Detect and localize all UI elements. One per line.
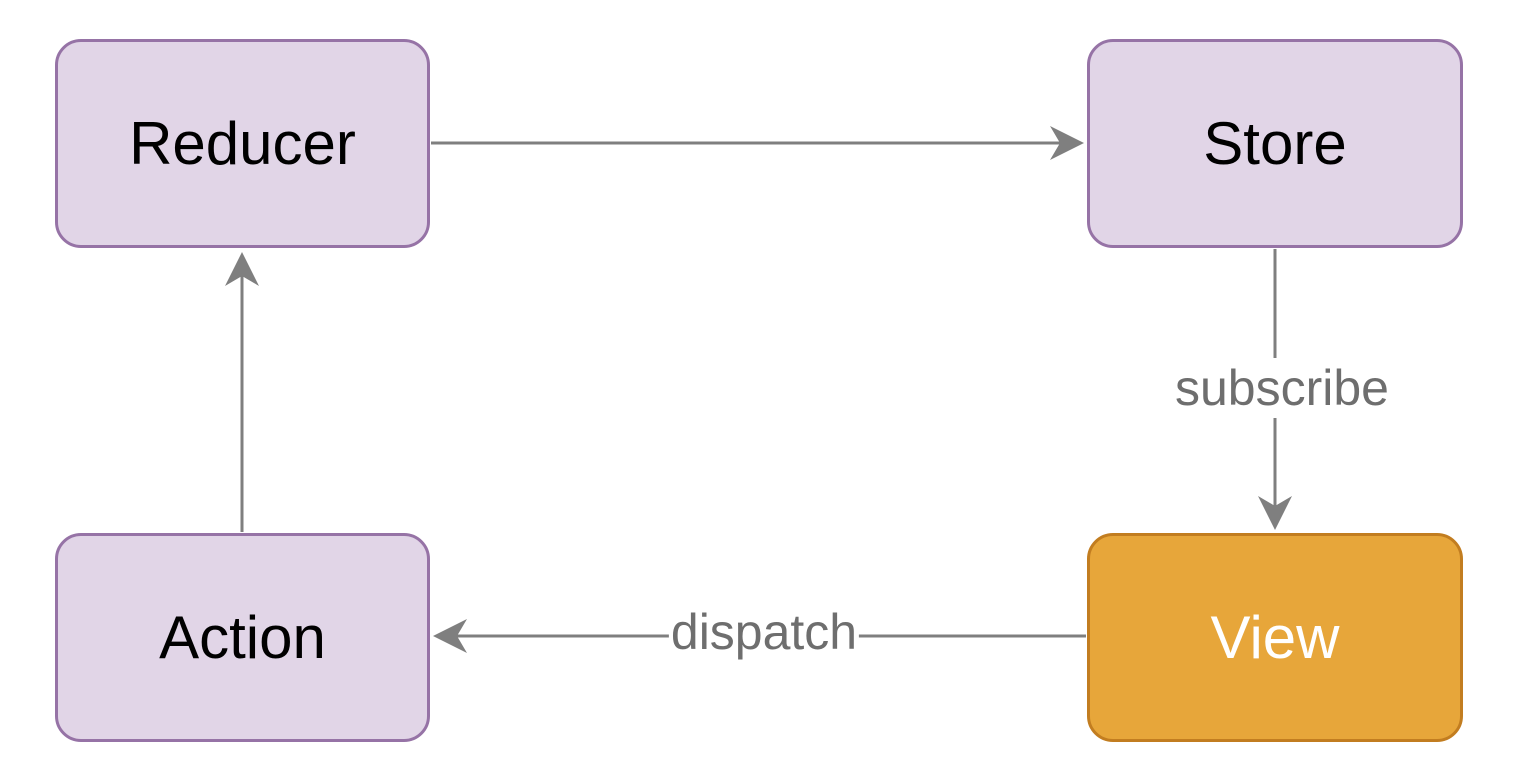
arrow-reducer-to-store	[431, 126, 1084, 160]
node-view-label: View	[1210, 604, 1340, 671]
node-reducer: Reducer	[55, 39, 430, 248]
edge-label-dispatch: dispatch	[668, 602, 860, 662]
node-action: Action	[55, 533, 430, 742]
node-action-label: Action	[159, 604, 326, 671]
node-store: Store	[1087, 39, 1463, 248]
edge-label-subscribe: subscribe	[1173, 358, 1391, 418]
node-reducer-label: Reducer	[129, 110, 356, 177]
node-view: View	[1087, 533, 1463, 742]
arrow-action-to-reducer	[225, 252, 259, 532]
node-store-label: Store	[1203, 110, 1347, 177]
